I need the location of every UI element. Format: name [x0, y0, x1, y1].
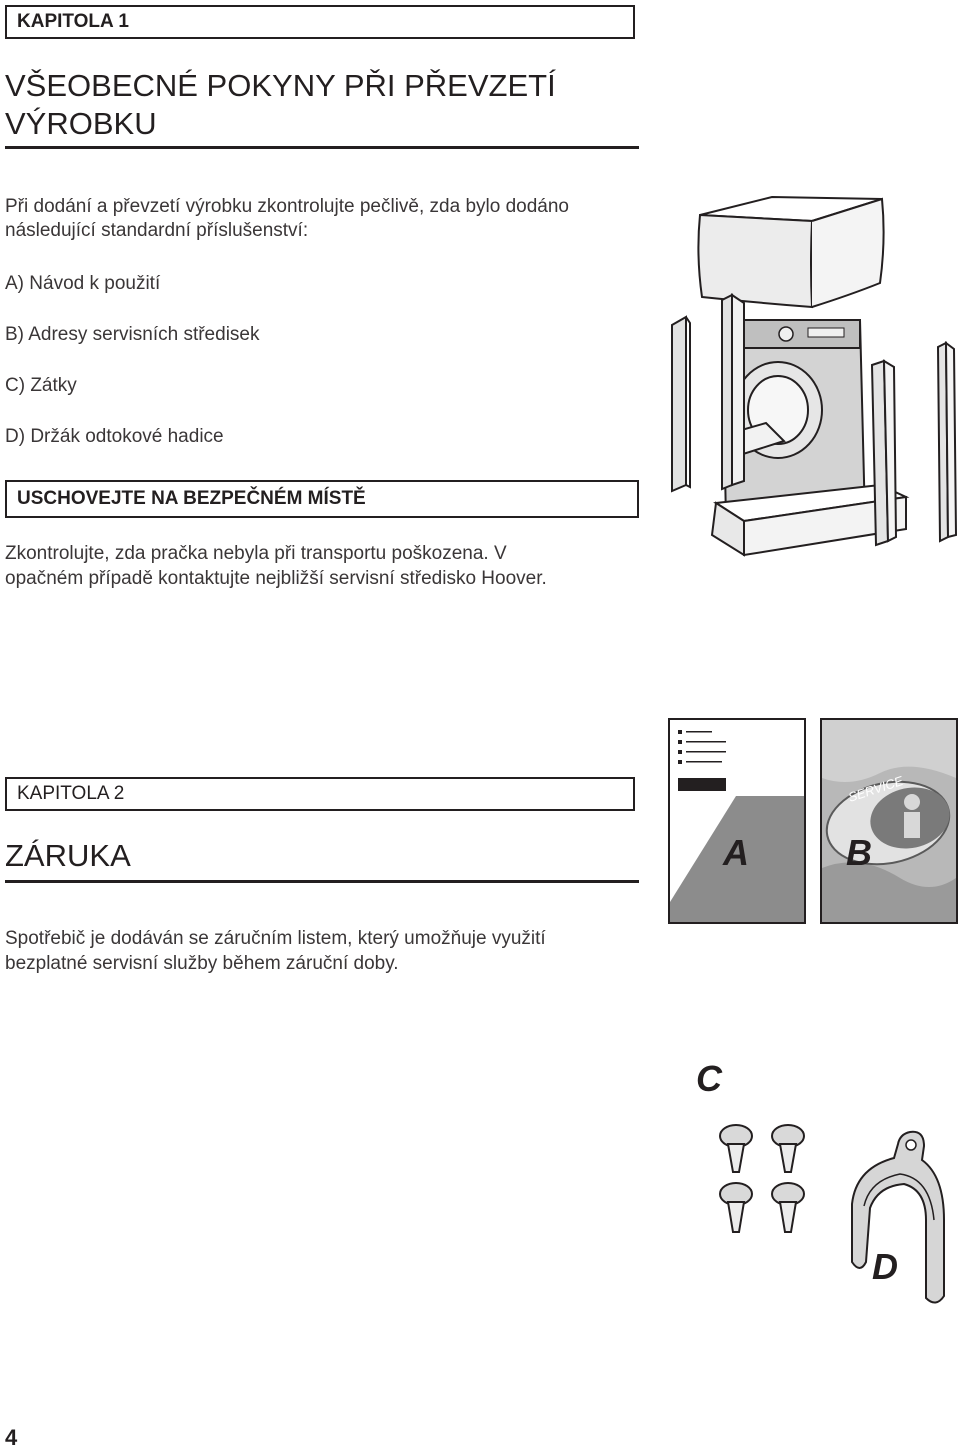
- accessory-item-b: B) Adresy servisních středisek: [5, 324, 260, 345]
- figure-letter-b: B: [846, 832, 872, 873]
- warranty-line-1: Spotřebič je dodáván se záručním listem,…: [5, 928, 546, 949]
- chapter-1-title-line-1: VŠEOBECNÉ POKYNY PŘI PŘEVZETÍ: [5, 68, 556, 103]
- drain-hose-holder-figure: [851, 1130, 945, 1304]
- keep-safe-notice: USCHOVEJTE NA BEZPEČNÉM MÍSTĚ: [5, 480, 639, 518]
- accessory-item-a: A) Návod k použití: [5, 273, 161, 294]
- service-centres-booklet-figure: SERVICE: [820, 718, 958, 924]
- figure-letter-d: D: [872, 1246, 898, 1287]
- page-number: 4: [5, 1425, 18, 1450]
- chapter-1-label: KAPITOLA 1: [5, 5, 635, 39]
- plug-icon: [719, 1182, 753, 1233]
- chapter-2-label: KAPITOLA 2: [5, 777, 635, 811]
- check-line-1: Zkontrolujte, zda pračka nebyla při tran…: [5, 543, 507, 564]
- figure-letter-a: A: [723, 832, 749, 873]
- chapter-1-rule: [5, 146, 639, 149]
- plug-icon: [719, 1124, 753, 1173]
- intro-line-1: Při dodání a převzetí výrobku zkontroluj…: [5, 196, 569, 217]
- accessory-item-d: D) Držák odtokové hadice: [5, 426, 224, 447]
- plug-icon: [771, 1124, 805, 1173]
- instruction-manual-figure: [668, 718, 806, 924]
- accessory-item-c: C) Zátky: [5, 375, 77, 396]
- warranty-line-2: bezplatné servisní služby během záruční …: [5, 953, 399, 974]
- base-packaging-tray: [710, 483, 910, 557]
- check-line-2: opačném případě kontaktujte nejbližší se…: [5, 568, 547, 589]
- right-corner-posts: [870, 340, 958, 547]
- top-packaging-cap: [697, 195, 885, 309]
- plug-icon: [771, 1182, 805, 1233]
- chapter-2-rule: [5, 880, 639, 883]
- front-corner-post: [721, 293, 745, 491]
- chapter-2-title: ZÁRUKA: [5, 838, 131, 873]
- chapter-1-title-line-2: VÝROBKU: [5, 106, 157, 141]
- figure-letter-c: C: [696, 1058, 722, 1099]
- left-corner-post: [671, 315, 691, 493]
- intro-line-2: následující standardní příslušenství:: [5, 220, 309, 241]
- transport-plugs-figure: [719, 1124, 805, 1233]
- washing-machine-packaging-illustration: [671, 195, 958, 557]
